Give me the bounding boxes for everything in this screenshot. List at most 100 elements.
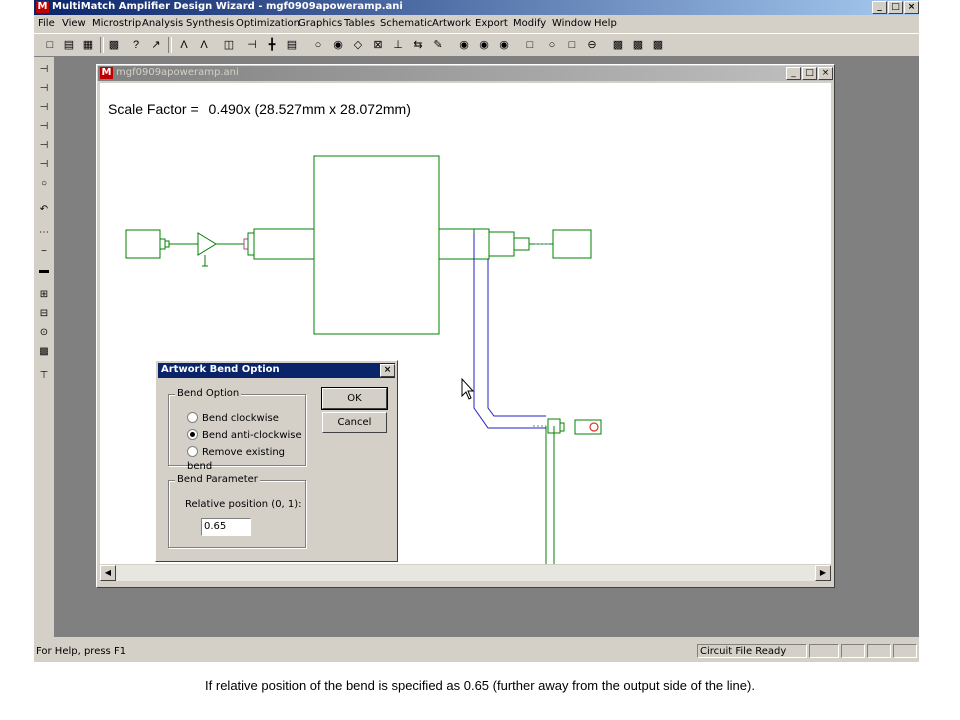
new-file-icon[interactable]: □	[46, 39, 54, 51]
menu-file[interactable]: File	[38, 18, 55, 29]
circle-alt-icon[interactable]: ◉	[333, 39, 343, 51]
artwork-window-logo-icon: M	[100, 67, 113, 79]
smith-y-icon[interactable]: ◉	[459, 39, 469, 51]
grid-icon[interactable]: ▤	[286, 39, 298, 51]
tool-element-3-icon[interactable]: ⊣	[39, 102, 49, 113]
menu-help[interactable]: Help	[594, 18, 617, 29]
swap-icon[interactable]: ⇆	[413, 39, 423, 51]
menu-microstrip[interactable]: Microstrip	[92, 18, 142, 29]
bias-connector	[559, 422, 565, 432]
radio-bend-clockwise[interactable]: Bend clockwise	[187, 411, 279, 426]
menu-view[interactable]: View	[62, 18, 86, 29]
status-panel-3	[841, 644, 865, 658]
dialog-title: Artwork Bend Option	[161, 364, 280, 375]
box-x-icon[interactable]: ⊠	[373, 39, 383, 51]
artwork-window-title-bar: M mgf0909apoweramp.ani _□×	[98, 66, 833, 81]
radio-icon[interactable]	[187, 445, 198, 457]
connector-icon[interactable]: ⊥	[393, 39, 403, 51]
dialog-close-button[interactable]: ×	[380, 364, 395, 377]
tool-port-icon[interactable]: ▩	[39, 346, 49, 357]
menu-window[interactable]: Window	[552, 18, 592, 29]
menu-bar: File View Microstrip Analysis Synthesis …	[34, 16, 919, 32]
tool-bend-icon[interactable]: ↶	[39, 204, 49, 215]
radio-selected-icon[interactable]	[187, 428, 198, 440]
tool-plus-icon[interactable]: ⊞	[39, 289, 49, 300]
tool-rect-icon[interactable]: ▬	[39, 265, 49, 276]
diamond-icon[interactable]: ◇	[353, 39, 363, 51]
ok-button[interactable]: OK	[321, 387, 388, 410]
bend-parameter-label: Bend Parameter	[175, 474, 260, 485]
scroll-right-button[interactable]: ▶	[815, 565, 831, 581]
menu-artwork[interactable]: Artwork	[432, 18, 472, 29]
menu-tables[interactable]: Tables	[344, 18, 376, 29]
app-window: M MultiMatch Amplifier Design Wizard - m…	[34, 0, 919, 662]
pulse-icon[interactable]: □	[526, 39, 534, 51]
tool-element-2-icon[interactable]: ⊣	[39, 83, 49, 94]
restore-button[interactable]: □	[888, 1, 903, 14]
status-panel-4	[867, 644, 891, 658]
amplifier-alt-icon[interactable]: Λ	[200, 39, 208, 51]
note-icon[interactable]: ✎	[433, 39, 443, 51]
slide-caption: If relative position of the bend is spec…	[205, 678, 755, 693]
shape-circle-icon[interactable]: ○	[548, 39, 556, 51]
tool-element-4-icon[interactable]: ⊣	[39, 121, 49, 132]
open-folder-icon[interactable]: ▤	[63, 39, 75, 51]
cross-icon[interactable]: ╋	[268, 39, 276, 51]
tool-gap-icon[interactable]: ⋯	[39, 227, 49, 238]
tool-element-6-icon[interactable]: ⊣	[39, 159, 49, 170]
scroll-left-button[interactable]: ◀	[100, 565, 116, 581]
child-close-button[interactable]: ×	[818, 67, 833, 80]
tool-element-5-icon[interactable]: ⊣	[39, 140, 49, 151]
menu-analysis[interactable]: Analysis	[142, 18, 184, 29]
tool-dot-icon[interactable]: ⊙	[39, 327, 49, 338]
layout-icon-2[interactable]: ▩	[632, 39, 644, 51]
left-toolbar: ⊣ ⊣ ⊣ ⊣ ⊣ ⊣ ○ ↶ ⋯ − ▬ ⊞ ⊟ ⊙ ▩ ⊤	[34, 57, 55, 637]
tool-ground-icon[interactable]: ⊤	[39, 370, 49, 381]
smith-dot-icon[interactable]: ◉	[499, 39, 509, 51]
tool-step-icon[interactable]: −	[41, 246, 47, 257]
tee-icon[interactable]: ⊣	[247, 39, 257, 51]
menu-graphics[interactable]: Graphics	[298, 18, 343, 29]
menu-synthesis[interactable]: Synthesis	[186, 18, 235, 29]
print-icon[interactable]: ▩	[108, 39, 120, 51]
save-icon[interactable]: ▦	[82, 39, 94, 51]
menu-modify[interactable]: Modify	[513, 18, 547, 29]
help-icon[interactable]: ?	[132, 39, 140, 51]
dialog-title-bar: Artwork Bend Option ×	[158, 363, 395, 378]
artwork-window-controls: _□×	[785, 67, 833, 80]
layout-icon-1[interactable]: ▩	[612, 39, 624, 51]
shape-square-icon[interactable]: □	[568, 39, 576, 51]
cancel-button[interactable]: Cancel	[322, 412, 387, 433]
app-logo-icon: M	[36, 1, 49, 13]
shape-minus-icon[interactable]: ⊖	[587, 39, 597, 51]
artwork-window: M mgf0909apoweramp.ani _□× Scale Factor …	[96, 64, 835, 588]
close-button[interactable]: ×	[904, 1, 919, 14]
circle-icon[interactable]: ○	[314, 39, 322, 51]
menu-schematic[interactable]: Schematic	[380, 18, 433, 29]
artwork-window-title: mgf0909apoweramp.ani	[116, 67, 239, 78]
radio-bend-anti-clockwise[interactable]: Bend anti-clockwise	[187, 428, 302, 443]
child-minimize-button[interactable]: _	[786, 67, 801, 80]
menu-export[interactable]: Export	[475, 18, 508, 29]
horizontal-scrollbar[interactable]: ◀ ▶	[100, 565, 831, 581]
tool-line-icon[interactable]: ○	[40, 178, 48, 189]
component-icon[interactable]: ◫	[223, 39, 235, 51]
minimize-button[interactable]: _	[872, 1, 887, 14]
smith-arrow-icon[interactable]: ◉	[479, 39, 489, 51]
layout-icon-3[interactable]: ▩	[652, 39, 664, 51]
bend-option-group: Bend Option Bend clockwise Bend anti-clo…	[168, 388, 306, 472]
radio-icon[interactable]	[187, 411, 198, 423]
scale-factor-label: Scale Factor =	[108, 101, 199, 117]
amplifier-icon[interactable]: Λ	[180, 39, 188, 51]
menu-optimization[interactable]: Optimization	[236, 18, 300, 29]
radio-remove-existing-bend[interactable]: Remove existing bend	[187, 445, 305, 472]
context-help-icon[interactable]: ↗	[151, 39, 161, 51]
status-panel-2	[809, 644, 839, 658]
child-restore-button[interactable]: □	[802, 67, 817, 80]
tool-element-1-icon[interactable]: ⊣	[39, 64, 49, 75]
matching-stub	[247, 232, 255, 256]
relative-position-input[interactable]: 0.65	[201, 518, 251, 536]
relative-position-label: Relative position (0, 1):	[185, 499, 302, 510]
tool-minus-icon[interactable]: ⊟	[39, 308, 49, 319]
matching-connector	[243, 238, 249, 250]
